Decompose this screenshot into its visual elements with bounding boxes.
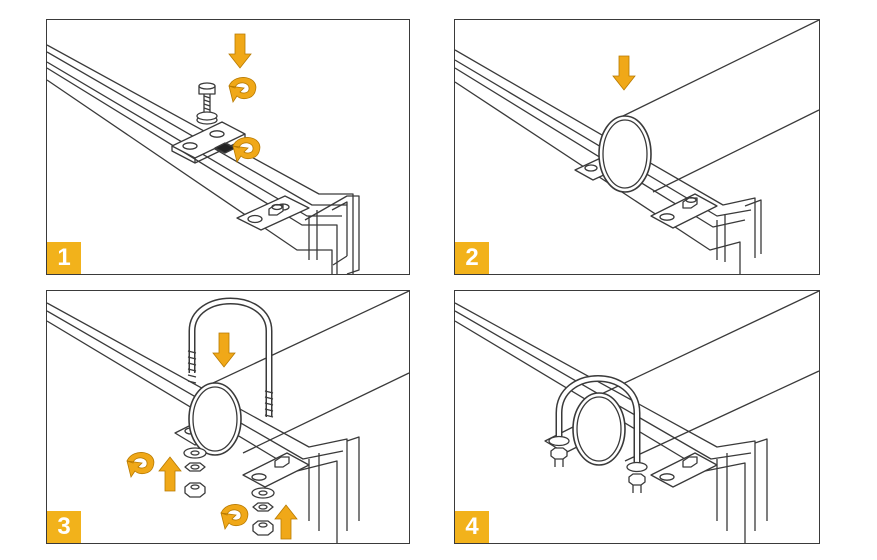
rotate-arrow-icon — [126, 452, 155, 478]
step-3-illustration — [47, 291, 409, 543]
step-2-panel: 2 — [454, 19, 820, 275]
step-number-badge: 4 — [455, 511, 489, 543]
step-3-panel: 3 — [46, 290, 410, 544]
rotate-arrow-icon — [232, 137, 261, 163]
arrow-down-icon — [612, 55, 636, 91]
step-2-illustration — [455, 20, 819, 274]
rotate-arrow-icon — [228, 77, 257, 103]
step-number-badge: 1 — [47, 242, 81, 274]
step-1-panel: 1 — [46, 19, 410, 275]
step-1-illustration — [47, 33, 360, 274]
rotate-arrow-icon — [220, 504, 249, 530]
arrow-down-icon — [212, 332, 236, 368]
step-4-panel: 4 — [454, 290, 820, 544]
arrow-up-icon — [158, 456, 182, 492]
arrow-down-icon — [228, 33, 252, 69]
arrow-up-icon — [274, 504, 298, 540]
step-number-badge: 3 — [47, 511, 81, 543]
step-number-badge: 2 — [455, 242, 489, 274]
step-4-illustration — [455, 291, 819, 543]
